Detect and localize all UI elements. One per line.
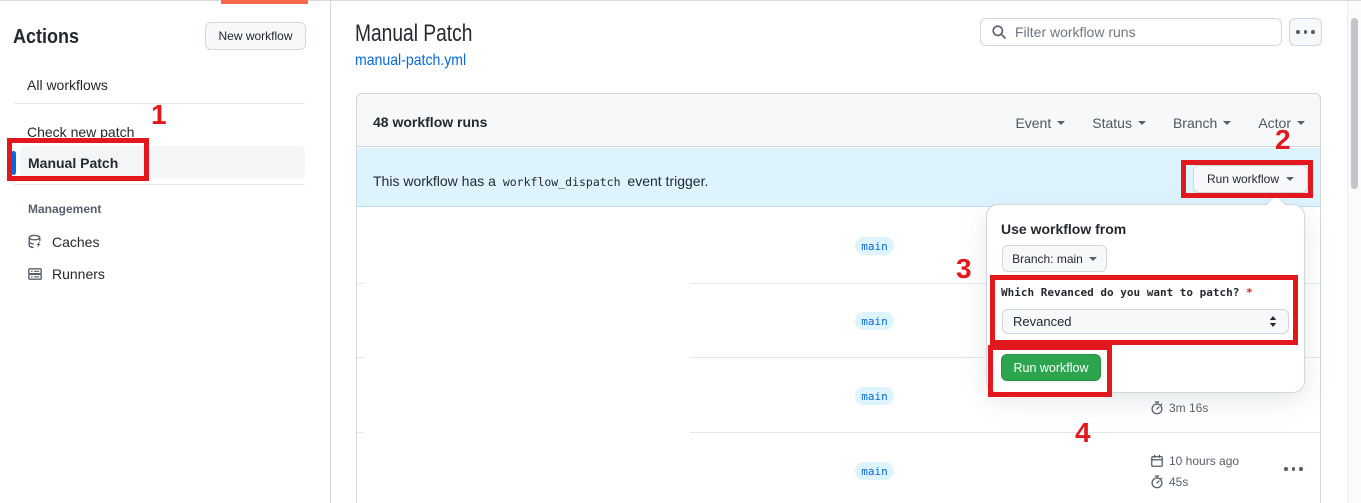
calendar-icon bbox=[1151, 454, 1163, 467]
runs-panel-header bbox=[356, 93, 1321, 147]
sidebar-item-runners-label: Runners bbox=[52, 266, 105, 282]
sidebar-item-runners[interactable]: Runners bbox=[27, 266, 105, 282]
sidebar-item-all-workflows[interactable]: All workflows bbox=[27, 77, 108, 93]
workflow-runs-count: 48 workflow runs bbox=[373, 114, 488, 130]
filter-runs-input[interactable]: Filter workflow runs bbox=[980, 18, 1282, 46]
kebab-horizontal-icon bbox=[1296, 30, 1315, 34]
run-time-ago: 10 hours ago bbox=[1150, 454, 1239, 468]
chevron-down-icon bbox=[1297, 121, 1305, 125]
new-workflow-button[interactable]: New workflow bbox=[205, 22, 306, 50]
code-workflow-dispatch: workflow_dispatch bbox=[502, 175, 621, 189]
search-placeholder: Filter workflow runs bbox=[1015, 24, 1136, 40]
branch-select-button[interactable]: Branch: main bbox=[1002, 245, 1107, 272]
sidebar-divider bbox=[14, 184, 305, 185]
sidebar-item-caches-label: Caches bbox=[52, 234, 100, 250]
chevron-down-icon bbox=[1223, 121, 1232, 125]
sidebar-item-manual-patch-label[interactable]: Manual Patch bbox=[28, 155, 119, 171]
workflow-options-kebab-button[interactable] bbox=[1289, 18, 1322, 46]
annotation-box-2 bbox=[1181, 160, 1313, 198]
annotation-box-4 bbox=[988, 345, 1112, 397]
branch-badge[interactable]: main bbox=[855, 237, 894, 255]
select-updown-icon bbox=[1269, 316, 1277, 327]
row-separator bbox=[357, 283, 364, 284]
sidebar-divider bbox=[14, 103, 305, 104]
sidebar-title: Actions bbox=[13, 26, 80, 48]
run-workflow-popover bbox=[986, 204, 1305, 393]
filter-event[interactable]: Event bbox=[1015, 115, 1066, 131]
cache-database-icon bbox=[28, 234, 41, 249]
scrollbar-thumb[interactable] bbox=[1351, 18, 1358, 189]
workflow-dispatch-banner bbox=[357, 148, 1320, 207]
run-duration: 45s bbox=[1150, 475, 1188, 489]
sidebar-item-caches[interactable]: Caches bbox=[27, 234, 99, 250]
branch-badge[interactable]: main bbox=[855, 462, 894, 480]
row-separator bbox=[357, 357, 364, 358]
row-separator bbox=[357, 432, 364, 433]
page-title: Manual Patch bbox=[355, 20, 473, 47]
chevron-down-icon bbox=[1286, 177, 1295, 181]
popover-title: Use workflow from bbox=[1001, 221, 1127, 237]
sidebar-item-manual-patch[interactable] bbox=[20, 146, 305, 178]
run-workflow-dropdown-button[interactable]: Run workflow bbox=[1193, 165, 1308, 193]
branch-badge[interactable]: main bbox=[855, 387, 894, 405]
annotation-number-4: 4 bbox=[1075, 417, 1091, 448]
sidebar-item-check-new-patch[interactable]: Check new patch bbox=[27, 124, 135, 140]
annotation-box-1 bbox=[7, 138, 149, 181]
top-hairline bbox=[0, 0, 1361, 1]
branch-badge[interactable]: main bbox=[855, 312, 894, 330]
sidebar: Actions New workflow All workflows Check… bbox=[0, 0, 331, 503]
chevron-down-icon bbox=[1137, 121, 1146, 125]
revanced-select[interactable]: Revanced bbox=[1002, 309, 1289, 334]
filter-branch[interactable]: Branch bbox=[1173, 115, 1232, 131]
row-separator bbox=[690, 432, 1320, 433]
annotation-number-2: 2 bbox=[1275, 124, 1291, 155]
workflow-file-link[interactable]: manual-patch.yml bbox=[355, 52, 467, 69]
banner-text: This workflow has a workflow_dispatch ev… bbox=[373, 173, 709, 189]
search-icon bbox=[992, 25, 1006, 39]
run-duration: 3m 16s bbox=[1150, 401, 1208, 415]
server-icon bbox=[28, 268, 42, 280]
run-filters: Event Status Branch Actor bbox=[1015, 115, 1305, 131]
filter-status[interactable]: Status bbox=[1092, 115, 1146, 131]
sidebar-selected-indicator bbox=[11, 151, 16, 175]
stopwatch-icon bbox=[1151, 401, 1163, 415]
annotation-box-3 bbox=[990, 275, 1298, 345]
stopwatch-icon bbox=[1151, 475, 1163, 489]
required-asterisk: * bbox=[1246, 286, 1253, 299]
chevron-down-icon bbox=[1088, 256, 1097, 261]
run-row-kebab-button[interactable] bbox=[1284, 467, 1303, 471]
filter-actor[interactable]: Actor bbox=[1258, 115, 1305, 131]
top-orange-strip bbox=[221, 0, 308, 4]
run-workflow-submit-button[interactable]: Run workflow bbox=[1001, 354, 1101, 381]
chevron-down-icon bbox=[1057, 121, 1066, 125]
annotation-number-1: 1 bbox=[151, 99, 167, 130]
sidebar-section-management: Management bbox=[28, 202, 102, 216]
annotation-number-3: 3 bbox=[956, 253, 972, 284]
workflow-input-label: Which Revanced do you want to patch? * bbox=[1001, 286, 1253, 299]
